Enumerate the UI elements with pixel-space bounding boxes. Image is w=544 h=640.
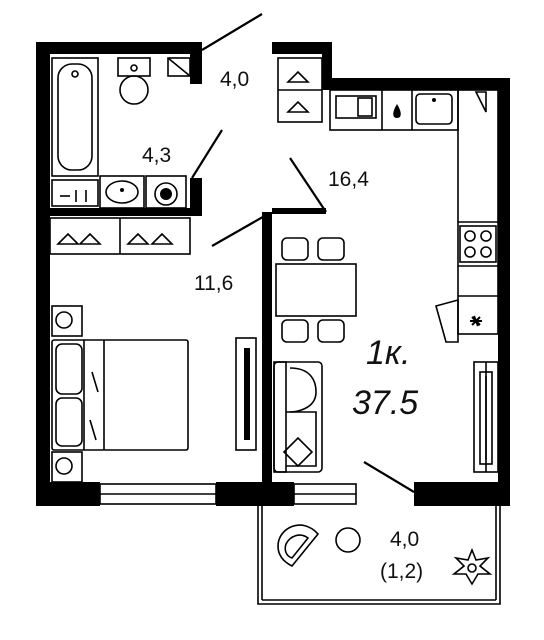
toilet-icon (117, 57, 151, 105)
tv-kitchen-icon (479, 371, 493, 465)
kitchen-counter (329, 89, 499, 335)
kitchen-area-label: 16,4 (328, 168, 369, 191)
bathroom-cabinet-unit (51, 179, 99, 207)
nightstand-icon (51, 305, 83, 483)
chair-icon (281, 237, 345, 343)
corner-shelf (474, 91, 487, 113)
bedroom-area-label: 11,6 (194, 272, 233, 295)
window-bedroom (99, 483, 217, 505)
bathroom-area-label: 4,3 (142, 144, 171, 167)
balcony-reduced-area-label: (1,2) (380, 560, 423, 583)
kitchen-sink-icon (415, 93, 453, 125)
hall-area-label: 4,0 (220, 68, 249, 91)
wardrobe-icon (49, 217, 191, 255)
walls (36, 42, 510, 506)
balcony-area-label: 4,0 (390, 528, 419, 551)
door-lines (191, 13, 415, 493)
stove-icon (459, 225, 497, 263)
washing-machine-icon (145, 175, 187, 209)
apartment-type-label: 1к. (366, 334, 410, 372)
armchair-icon (277, 524, 320, 568)
window-kitchen (293, 483, 357, 505)
cabinet-bathroom (167, 57, 191, 77)
sofa-icon (273, 361, 323, 473)
plant-icon (451, 547, 493, 586)
bathtub-icon (51, 57, 99, 177)
water-drop-icon (393, 104, 401, 118)
dining-table-icon (275, 263, 357, 317)
dishwasher-icon (335, 95, 377, 119)
fridge-icon (435, 298, 482, 343)
balcony (257, 506, 501, 605)
apartment-total-area: 37.5 (352, 384, 418, 422)
table-balcony-icon (335, 527, 361, 553)
sink-icon (99, 175, 145, 209)
bed-icon (51, 339, 189, 451)
tv-icon (235, 337, 257, 451)
kitchen-wardrobe (277, 57, 323, 123)
